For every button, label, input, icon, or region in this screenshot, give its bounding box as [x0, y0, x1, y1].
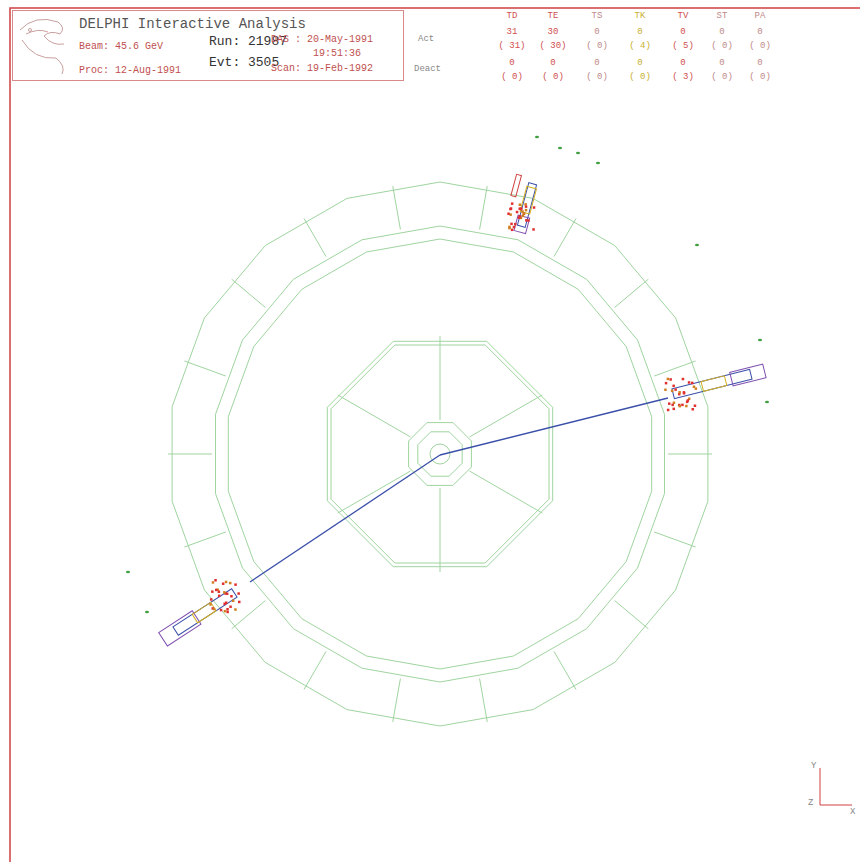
- title-text: DELPHI Interactive Analysis: [79, 17, 306, 31]
- table-cell: 0: [509, 59, 514, 68]
- row-header: Deact: [414, 65, 441, 74]
- table-cell: 0: [757, 28, 762, 37]
- table-cell: ( 0): [586, 42, 608, 51]
- table-cell: 0: [719, 28, 724, 37]
- table-cell: 0: [719, 59, 724, 68]
- header-text: Proc: 12-Aug-1991: [79, 66, 181, 76]
- header-text: Scan: 19-Feb-1992: [271, 64, 373, 74]
- column-header: TK: [635, 12, 646, 21]
- axis-label: X: [850, 808, 855, 817]
- calorimeter-cluster: [159, 174, 766, 646]
- table-cell: 0: [594, 59, 599, 68]
- column-header: TV: [678, 12, 689, 21]
- header-box: DELPHI Interactive AnalysisBeam: 45.6 Ge…: [12, 10, 404, 81]
- frame: [10, 8, 860, 862]
- table-cell: ( 30): [539, 42, 566, 51]
- table-cell: 30: [548, 28, 559, 37]
- axis-label: Z: [808, 799, 813, 808]
- table-cell: ( 0): [501, 73, 523, 82]
- axis-label: Y: [811, 762, 816, 771]
- table-cell: ( 3): [672, 73, 694, 82]
- hit-dots: [126, 136, 769, 613]
- header-text: Beam: 45.6 GeV: [79, 42, 163, 52]
- header-text: 19:51:36: [313, 49, 361, 59]
- table-cell: 0: [637, 59, 642, 68]
- table-cell: ( 0): [749, 73, 771, 82]
- table-cell: 0: [550, 59, 555, 68]
- table-cell: ( 0): [711, 73, 733, 82]
- table-cell: 0: [680, 28, 685, 37]
- table-cell: ( 0): [629, 73, 651, 82]
- table-cell: 0: [757, 59, 762, 68]
- detector-outline: [168, 182, 712, 726]
- table-cell: 31: [507, 28, 518, 37]
- table-cell: ( 0): [711, 42, 733, 51]
- track: [440, 398, 668, 455]
- header-text: DAS : 20-May-1991: [271, 35, 373, 45]
- track: [250, 455, 440, 582]
- axis-arrows: [820, 768, 852, 805]
- column-header: TD: [507, 12, 518, 21]
- column-header: TE: [548, 12, 559, 21]
- row-header: Act: [418, 35, 434, 44]
- table-cell: ( 0): [749, 42, 771, 51]
- column-header: TS: [592, 12, 603, 21]
- header-text: Evt: 3505: [209, 56, 279, 69]
- table-cell: ( 5): [672, 42, 694, 51]
- table-cell: 0: [637, 28, 642, 37]
- table-cell: 0: [594, 28, 599, 37]
- column-header: ST: [717, 12, 728, 21]
- table-cell: ( 4): [629, 42, 651, 51]
- table-cell: 0: [680, 59, 685, 68]
- table-cell: ( 0): [586, 73, 608, 82]
- delphi-logo: [20, 19, 64, 74]
- table-cell: ( 31): [498, 42, 525, 51]
- table-cell: ( 0): [542, 73, 564, 82]
- column-header: PA: [755, 12, 766, 21]
